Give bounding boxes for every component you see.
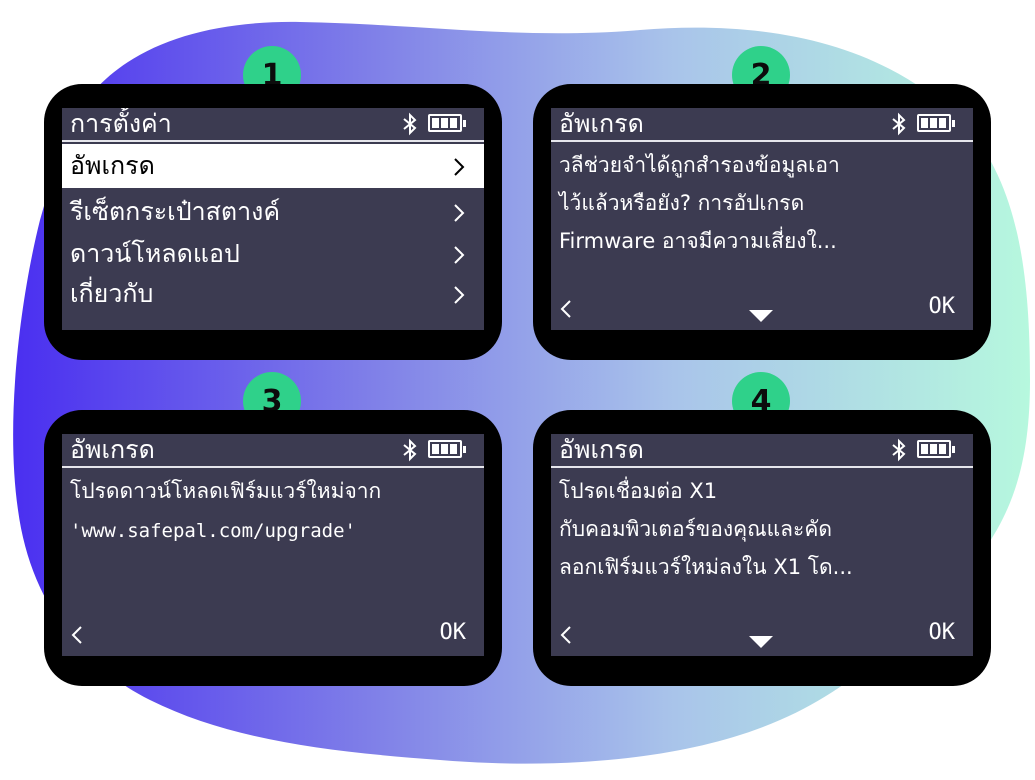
ok-button[interactable]: OK [439, 620, 467, 645]
menu-item-upgrade[interactable]: อัพเกรด [62, 144, 484, 188]
menu-item-reset-wallet[interactable]: รีเซ็ตกระเป๋าสตางค์ [62, 190, 484, 234]
chevron-left-icon[interactable] [559, 624, 573, 646]
screen-title: อัพเกรด [70, 435, 155, 464]
message-line-2: ไว้แล้วหรือยัง? การอัปเกรด [559, 191, 805, 215]
chevron-left-icon[interactable] [70, 624, 84, 646]
bluetooth-icon [403, 438, 417, 462]
chevron-right-icon [454, 204, 465, 222]
chevron-right-icon [454, 246, 465, 264]
bluetooth-icon [403, 112, 417, 136]
message-line-1: โปรดดาวน์โหลดเฟิร์มแวร์ใหม่จาก [70, 479, 382, 503]
status-bar: อัพเกรด [551, 434, 973, 468]
device-copy-firmware: อัพเกรด โปรดเชื่อมต่อ X1 กับคอมพิวเตอร์ข… [533, 410, 991, 686]
chevron-left-icon[interactable] [559, 298, 573, 320]
battery-icon [917, 440, 955, 458]
screen-title: อัพเกรด [559, 109, 644, 138]
settings-screen: การตั้งค่า อัพเกรด รีเซ็ตกระเป๋าสตางค์ ด… [62, 108, 484, 330]
device-settings: การตั้งค่า อัพเกรด รีเซ็ตกระเป๋าสตางค์ ด… [44, 84, 502, 360]
upgrade-warning-screen: อัพเกรด วลีช่วยจำได้ถูกสำรองข้อมูลเอา ไว… [551, 108, 973, 330]
battery-icon [917, 114, 955, 132]
bluetooth-icon [892, 112, 906, 136]
message-line-1: วลีช่วยจำได้ถูกสำรองข้อมูลเอา [559, 153, 840, 177]
bluetooth-icon [892, 438, 906, 462]
screen-title: อัพเกรด [559, 435, 644, 464]
download-firmware-screen: อัพเกรด โปรดดาวน์โหลดเฟิร์มแวร์ใหม่จาก '… [62, 434, 484, 656]
menu-item-label: อัพเกรด [70, 151, 155, 180]
message-line-3: Firmware อาจมีความเสี่ยงใ... [559, 229, 837, 253]
message-line-3: ลอกเฟิร์มแวร์ใหม่ลงใน X1 โด... [559, 555, 853, 579]
menu-item-download-app[interactable]: ดาวน์โหลดแอป [62, 232, 484, 276]
screen-title: การตั้งค่า [70, 109, 172, 138]
menu-item-about[interactable]: เกี่ยวกับ [62, 272, 484, 316]
status-bar: การตั้งค่า [62, 108, 484, 142]
ok-button[interactable]: OK [928, 620, 956, 645]
copy-firmware-screen: อัพเกรด โปรดเชื่อมต่อ X1 กับคอมพิวเตอร์ข… [551, 434, 973, 656]
message-line-2: กับคอมพิวเตอร์ของคุณและคัด [559, 517, 833, 541]
chevron-right-icon [454, 158, 465, 176]
firmware-url: 'www.safepal.com/upgrade' [70, 520, 356, 542]
message-line-1: โปรดเชื่อมต่อ X1 [559, 479, 718, 503]
triangle-down-icon[interactable] [749, 636, 773, 648]
battery-icon [428, 440, 466, 458]
triangle-down-icon[interactable] [749, 310, 773, 322]
device-upgrade-warning: อัพเกรด วลีช่วยจำได้ถูกสำรองข้อมูลเอา ไว… [533, 84, 991, 360]
chevron-right-icon [454, 286, 465, 304]
battery-icon [428, 114, 466, 132]
status-bar: อัพเกรด [62, 434, 484, 468]
menu-item-label: รีเซ็ตกระเป๋าสตางค์ [70, 197, 281, 226]
device-download-firmware: อัพเกรด โปรดดาวน์โหลดเฟิร์มแวร์ใหม่จาก '… [44, 410, 502, 686]
menu-item-label: ดาวน์โหลดแอป [70, 239, 240, 268]
ok-button[interactable]: OK [928, 294, 956, 319]
menu-item-label: เกี่ยวกับ [70, 279, 154, 308]
status-bar: อัพเกรด [551, 108, 973, 142]
